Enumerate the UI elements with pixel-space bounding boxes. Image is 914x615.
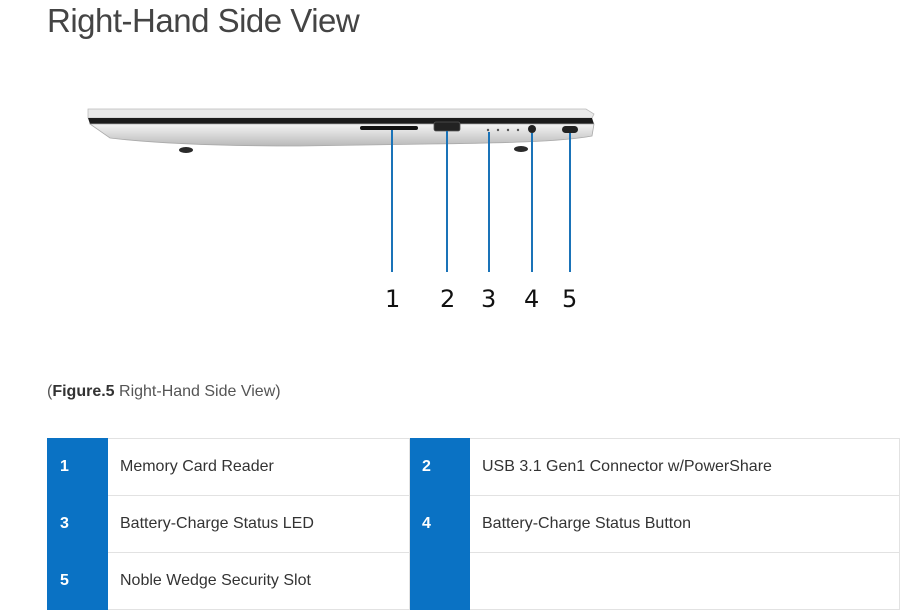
- laptop-side-diagram: 1 2 3 4 5: [87, 108, 595, 313]
- laptop-seam: [88, 118, 594, 124]
- callout-number: 3: [481, 285, 496, 313]
- figure-label: Figure.5: [52, 383, 115, 400]
- laptop-foot: [514, 146, 528, 152]
- laptop-base: [88, 123, 595, 147]
- callout-number: 1: [385, 285, 400, 313]
- callout-lines: [391, 130, 571, 272]
- legend-label: Noble Wedge Security Slot: [107, 552, 410, 610]
- legend-number: 2: [409, 438, 470, 496]
- table-row: 3 Battery-Charge Status LED 4 Battery-Ch…: [47, 495, 900, 553]
- table-row: 1 Memory Card Reader 2 USB 3.1 Gen1 Conn…: [47, 438, 900, 496]
- table-row: 5 Noble Wedge Security Slot: [47, 552, 900, 610]
- legend-label: Battery-Charge Status Button: [469, 495, 900, 553]
- legend-label: Memory Card Reader: [107, 438, 410, 496]
- legend-number: 5: [47, 552, 108, 610]
- legend-number: 1: [47, 438, 108, 496]
- legend-table: 1 Memory Card Reader 2 USB 3.1 Gen1 Conn…: [47, 438, 900, 610]
- callout-number: 5: [562, 285, 577, 313]
- usb-port: [433, 121, 461, 132]
- callout-number: 4: [524, 285, 539, 313]
- battery-led-dots: [486, 128, 520, 132]
- figure-caption: (Figure.5 Right-Hand Side View): [47, 383, 281, 400]
- laptop-lid: [87, 108, 595, 119]
- legend-number-empty: [409, 552, 470, 610]
- page-title: Right-Hand Side View: [47, 2, 360, 39]
- callout-number: 2: [440, 285, 455, 313]
- legend-label: Battery-Charge Status LED: [107, 495, 410, 553]
- memory-card-slot: [360, 126, 418, 130]
- legend-number: 3: [47, 495, 108, 553]
- laptop-foot: [179, 147, 193, 153]
- security-slot: [562, 126, 578, 133]
- battery-button: [528, 125, 536, 133]
- legend-number: 4: [409, 495, 470, 553]
- legend-label-empty: [469, 552, 900, 610]
- legend-label: USB 3.1 Gen1 Connector w/PowerShare: [469, 438, 900, 496]
